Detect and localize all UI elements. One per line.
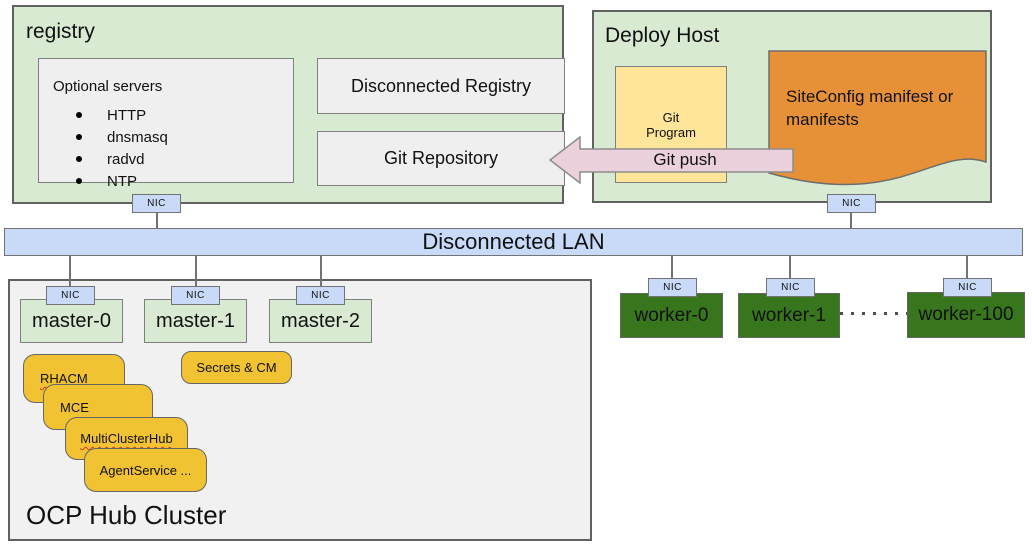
- master-0-box: master-0: [20, 299, 123, 343]
- siteconfig-label: SiteConfig manifest or manifests: [786, 87, 954, 129]
- list-item: HTTP: [39, 104, 293, 126]
- workers-ellipsis-dotted-line: [840, 312, 907, 315]
- connector-line: [966, 256, 968, 278]
- worker-100-nic-box: NIC: [943, 278, 992, 297]
- git-program-label-line2: Program: [646, 124, 696, 140]
- lan-bar: Disconnected LAN: [4, 228, 1023, 256]
- deploy-host-title: Deploy Host: [605, 24, 720, 47]
- git-repository-box: Git Repository: [317, 131, 565, 186]
- master-1-box: master-1: [144, 299, 247, 343]
- disconnected-registry-box: Disconnected Registry: [317, 58, 565, 114]
- connector-line: [850, 213, 852, 228]
- worker-1-nic-box: NIC: [766, 278, 815, 297]
- siteconfig-document-shape: [768, 50, 987, 186]
- list-item: NTP: [39, 170, 293, 192]
- master-2-nic-box: NIC: [296, 286, 345, 305]
- worker-100-box: worker-100: [907, 292, 1025, 338]
- connector-line: [156, 213, 158, 228]
- operator-agentservice-box: AgentService ...: [84, 448, 207, 492]
- connector-line: [671, 256, 673, 278]
- operator-multiclusterhub-label: MultiClusterHub: [80, 431, 173, 446]
- connector-line: [320, 256, 322, 286]
- master-2-box: master-2: [269, 299, 372, 343]
- bullet-icon: [76, 112, 82, 118]
- ocp-hub-cluster-title: OCP Hub Cluster: [26, 500, 227, 530]
- connector-line: [789, 256, 791, 278]
- operator-rhacm-label: RHACM: [40, 371, 88, 386]
- master-0-nic-box: NIC: [46, 286, 95, 305]
- worker-0-nic-box: NIC: [648, 278, 697, 297]
- deploy-host-nic-box: NIC: [827, 194, 876, 213]
- optional-servers-list: HTTP dnsmasq radvd NTP: [39, 104, 293, 192]
- connector-line: [195, 256, 197, 286]
- operator-mce-label: MCE: [60, 399, 89, 415]
- secrets-cm-box: Secrets & CM: [181, 351, 292, 384]
- registry-nic-box: NIC: [132, 194, 181, 213]
- bullet-icon: [76, 178, 82, 184]
- git-program-label-line1: Git: [662, 109, 680, 125]
- optional-servers-box: Optional servers HTTP dnsmasq radvd NTP: [38, 58, 294, 190]
- operator-agentservice-label: AgentService ...: [99, 462, 192, 478]
- git-push-arrow: [548, 135, 794, 185]
- list-item: radvd: [39, 148, 293, 170]
- master-1-nic-box: NIC: [171, 286, 220, 305]
- optional-servers-heading: Optional servers: [53, 78, 163, 95]
- worker-1-box: worker-1: [738, 293, 840, 338]
- bullet-icon: [76, 134, 82, 140]
- list-item: dnsmasq: [39, 126, 293, 148]
- registry-title: registry: [26, 20, 95, 43]
- bullet-icon: [76, 156, 82, 162]
- connector-line: [69, 256, 71, 286]
- worker-0-box: worker-0: [620, 293, 723, 338]
- git-push-label: Git push: [653, 150, 717, 169]
